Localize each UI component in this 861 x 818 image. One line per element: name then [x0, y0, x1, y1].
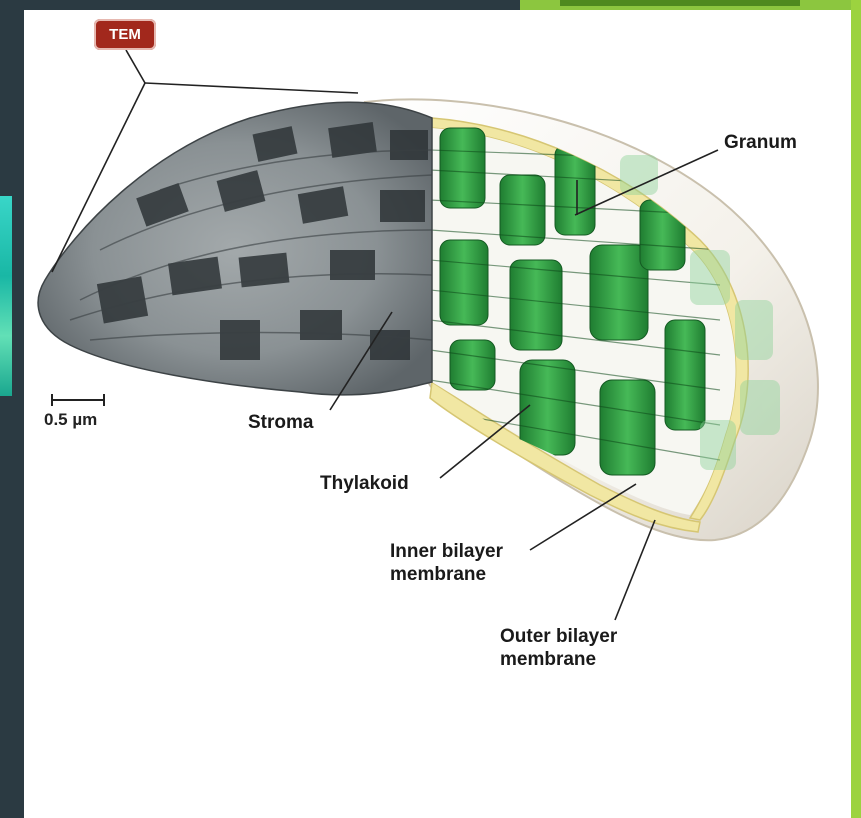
- label-outer-membrane-line2: membrane: [500, 649, 617, 672]
- label-outer-membrane: Outer bilayer membrane: [500, 626, 617, 672]
- label-outer-membrane-line1: Outer bilayer: [500, 626, 617, 649]
- label-inner-membrane-line2: membrane: [390, 564, 503, 587]
- label-stroma: Stroma: [248, 412, 313, 435]
- tem-badge: TEM: [94, 19, 156, 50]
- label-granum: Granum: [724, 132, 797, 155]
- label-inner-membrane: Inner bilayer membrane: [390, 541, 503, 587]
- label-inner-membrane-line1: Inner bilayer: [390, 541, 503, 564]
- label-thylakoid: Thylakoid: [320, 473, 409, 496]
- scale-bar: [52, 394, 104, 406]
- scale-bar-label: 0.5 µm: [44, 410, 97, 430]
